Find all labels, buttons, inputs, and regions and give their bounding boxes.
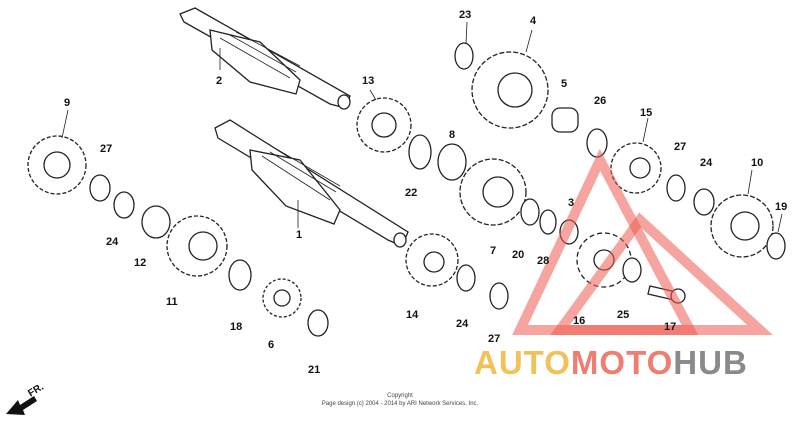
- gear-7: [459, 158, 527, 226]
- shaft-1: [214, 119, 409, 248]
- gear-10: [710, 194, 774, 258]
- gear-4: [471, 51, 549, 129]
- callout-15: 15: [640, 107, 652, 119]
- callout-28: 28: [537, 255, 549, 267]
- callout-6: 6: [268, 339, 274, 351]
- callout-7: 7: [490, 245, 496, 257]
- callout-4: 4: [530, 15, 537, 27]
- callout-13: 13: [362, 75, 374, 87]
- washers: [89, 42, 786, 337]
- callout-3: 3: [568, 197, 574, 209]
- callout-23: 23: [459, 9, 471, 21]
- callout-5: 5: [561, 78, 567, 90]
- callout-24-a: 24: [106, 236, 119, 248]
- callout-24-c: 24: [700, 157, 713, 169]
- gear-9: [27, 135, 87, 195]
- callout-24-b: 24: [456, 318, 469, 330]
- copyright-line-1: Copyright: [387, 393, 413, 399]
- gear-6: [262, 278, 302, 318]
- shaft-2: [179, 7, 351, 110]
- copyright-line-2: Page design (c) 2004 - 2014 by ARI Netwo…: [321, 401, 479, 407]
- logo-hub: HUB: [673, 344, 748, 381]
- callout-1: 1: [296, 229, 302, 241]
- leader-lines: [61, 21, 783, 233]
- callout-18: 18: [230, 321, 242, 333]
- logo-auto: AUTO: [474, 344, 571, 381]
- callout-16: 16: [573, 315, 585, 327]
- callout-8: 8: [449, 129, 455, 141]
- callout-2: 2: [216, 75, 222, 87]
- callout-9: 9: [64, 97, 70, 109]
- callout-26: 26: [594, 95, 606, 107]
- gear-13: [356, 97, 412, 153]
- callout-27-c: 27: [674, 141, 686, 153]
- callout-19: 19: [775, 201, 787, 213]
- watermark-triangle: [512, 148, 773, 335]
- callout-17: 17: [664, 321, 676, 333]
- gear-15: [610, 142, 662, 194]
- watermark-logo: AUTOMOTOHUB: [474, 345, 794, 381]
- gear-11: [166, 215, 228, 277]
- callout-12: 12: [134, 257, 146, 269]
- callout-11: 11: [166, 296, 178, 308]
- callout-25: 25: [617, 309, 629, 321]
- callout-14: 14: [406, 309, 419, 321]
- gear-14: [405, 233, 459, 287]
- callout-21: 21: [308, 364, 320, 376]
- front-arrow-icon: [6, 396, 37, 415]
- callout-20: 20: [512, 249, 524, 261]
- logo-moto: MOTO: [570, 344, 674, 381]
- callout-27-b: 27: [488, 333, 500, 345]
- callout-22: 22: [405, 187, 417, 199]
- callout-27-a: 27: [100, 143, 112, 155]
- callout-10: 10: [751, 157, 763, 169]
